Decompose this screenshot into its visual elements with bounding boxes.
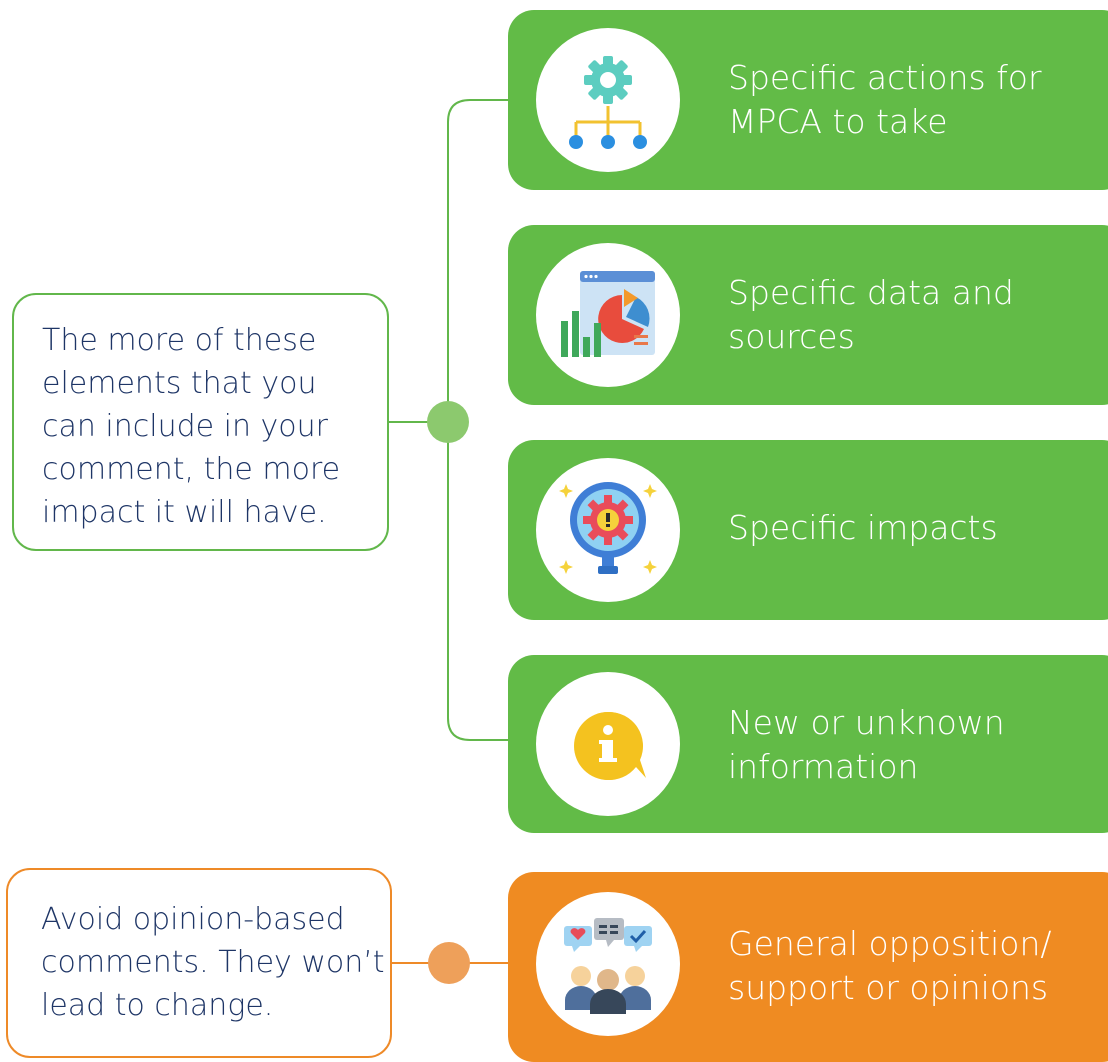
card-data-sources: Specific data and sources [508,225,1108,405]
card-label: New or unknown information [728,703,1005,786]
card-icon-circle [536,892,680,1036]
card-label: General opposition/ support or opinions [728,924,1052,1007]
card-icon-circle [536,672,680,816]
card-specific-actions: Specific actions for MPCA to take [508,10,1108,190]
card-icon-circle [536,243,680,387]
green-junction-node [427,401,469,443]
info-bubble-icon [574,711,646,780]
avoid-opinions-note: Avoid opinion-based comments. They won’t… [6,868,392,1058]
alert-gear-icon [559,482,657,574]
card-specific-impacts: Specific impacts [508,440,1108,620]
card-label: Specific impacts [728,508,998,547]
card-icon-circle [536,28,680,172]
card-icon-circle [536,458,680,602]
card-label: Specific data and sources [728,273,1014,356]
include-elements-note: The more of these elements that you can … [12,293,389,551]
card-label: Specific actions for MPCA to take [728,58,1042,141]
orange-junction-node [428,942,470,984]
card-general-opinions: General opposition/ support or opinions [508,872,1108,1062]
opinions-people-icon [564,918,652,1014]
card-new-information: New or unknown information [508,655,1108,833]
data-chart-icon [561,271,655,357]
gear-hierarchy-icon [569,56,647,149]
include-elements-text: The more of these elements that you can … [42,323,341,530]
avoid-opinions-text: Avoid opinion-based comments. They won’t… [41,902,385,1023]
